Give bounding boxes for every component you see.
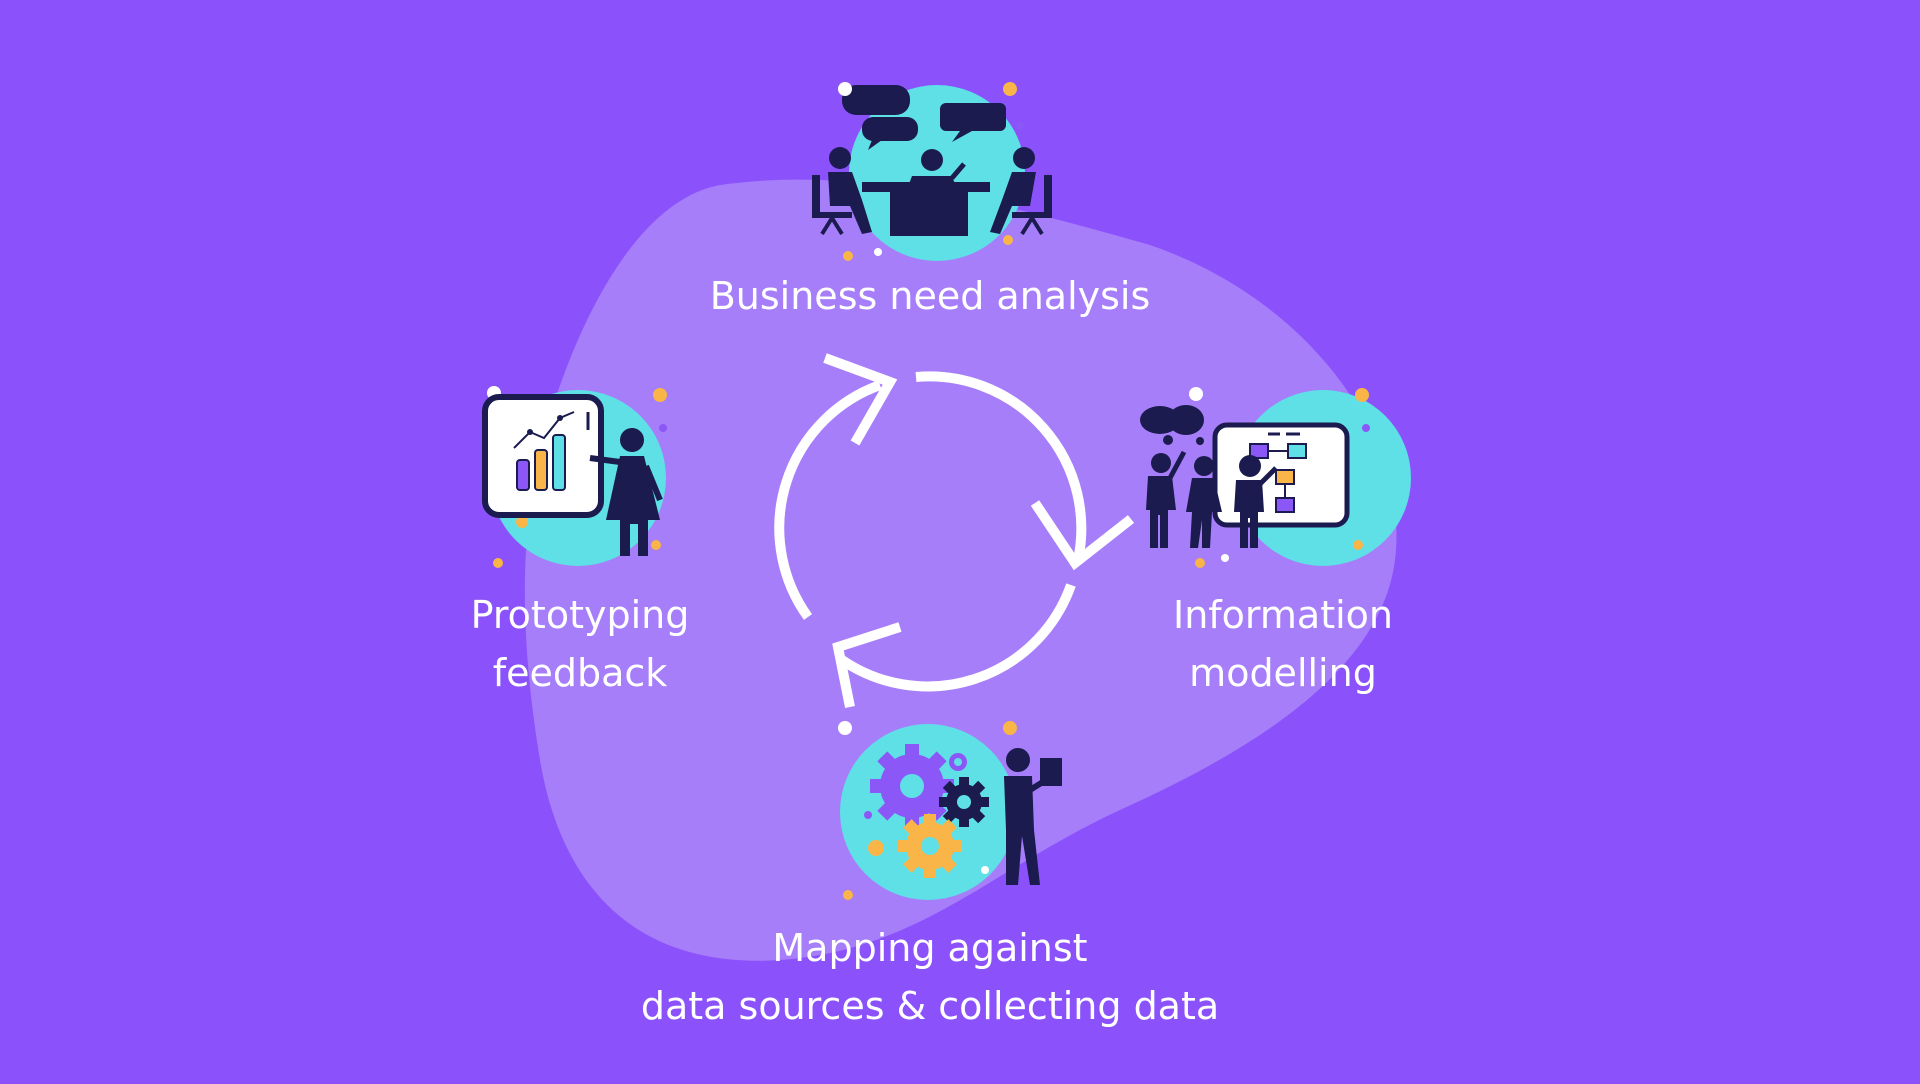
stage-label-business-need-analysis: Business need analysis [700, 267, 1160, 325]
cycle-arc-top-right [915, 371, 1087, 562]
cycle-arc-left [774, 380, 882, 620]
business-label-line-1: Business need analysis [709, 274, 1151, 318]
business-meeting-icon [812, 82, 1052, 261]
cycle-arrowhead-top [823, 353, 898, 446]
stage-label-information-modelling: Information modelling [1150, 586, 1416, 702]
prototyping-label-line-2: feedback [492, 651, 668, 695]
cycle-arc-bottom [839, 583, 1076, 692]
prototyping-label-line-1: Prototyping [470, 593, 690, 637]
cycle-arrowhead-bottom [832, 622, 902, 708]
mapping-label-line-2: data sources & collecting data [640, 984, 1220, 1028]
information-label-line-2: modelling [1189, 651, 1377, 695]
cycle-arrows [774, 353, 1135, 708]
chart-presentation-icon [482, 386, 667, 568]
cycle-arrowhead-right [1030, 500, 1135, 571]
background-blob [524, 179, 1397, 961]
mapping-label-line-1: Mapping against [772, 926, 1088, 970]
flowchart-board-icon [1140, 387, 1411, 568]
gears-reader-icon [838, 721, 1062, 900]
information-label-line-1: Information [1173, 593, 1393, 637]
stage-label-mapping-data-sources: Mapping against data sources & collectin… [630, 919, 1230, 1035]
stage-label-prototyping-feedback: Prototyping feedback [440, 586, 720, 702]
